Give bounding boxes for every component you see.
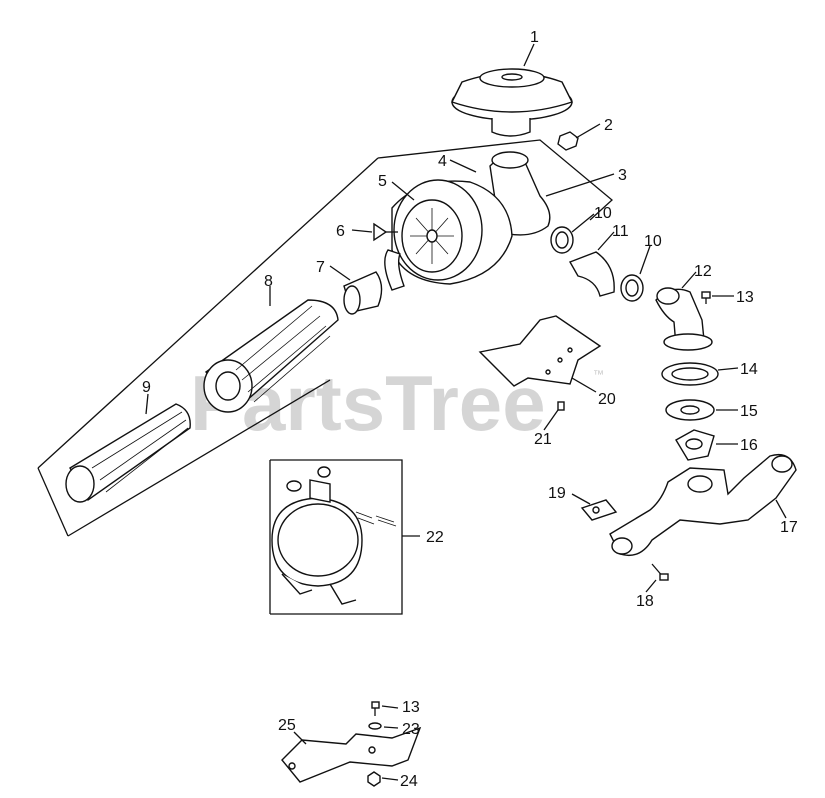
callout-14: 14 (740, 361, 758, 378)
enclosure-left-outline (37, 157, 379, 469)
callout-18: 18 (636, 593, 654, 610)
screw-part-21 (557, 401, 565, 411)
callout-9: 9 (142, 379, 151, 396)
enclosure-bottom-outline (37, 467, 69, 537)
hose-clamp-upper (550, 226, 574, 254)
callout-13-upper: 13 (736, 289, 754, 306)
callout-3: 3 (618, 167, 627, 184)
gasket-part-19 (580, 499, 618, 521)
callout-6: 6 (336, 223, 345, 240)
intake-manifold-part-17 (609, 453, 797, 557)
callout-22: 22 (426, 529, 444, 546)
callout-23: 23 (402, 721, 420, 738)
gasket-part-14 (661, 362, 719, 386)
washer-part-23 (368, 722, 382, 730)
callout-10-upper: 10 (594, 205, 612, 222)
elbow-part-12 (655, 287, 713, 351)
bracket-part-20 (478, 315, 602, 387)
callout-24: 24 (400, 773, 418, 790)
callout-1: 1 (530, 29, 539, 46)
adapter-part-16 (675, 429, 715, 461)
callout-5: 5 (378, 173, 387, 190)
callout-17: 17 (780, 519, 798, 536)
air-cleaner-body (384, 151, 551, 291)
screw-part-13-upper (701, 291, 711, 304)
watermark-trademark: ™ (593, 369, 604, 381)
callout-19: 19 (548, 485, 566, 502)
callout-15: 15 (740, 403, 758, 420)
nut-part-24 (367, 771, 381, 787)
enclosure-bottom-edge (67, 379, 331, 537)
callout-8: 8 (264, 273, 273, 290)
callout-13-lower: 13 (402, 699, 420, 716)
callout-21: 21 (534, 431, 552, 448)
leader-lines (145, 43, 787, 781)
callout-16: 16 (740, 437, 758, 454)
spacer-part-15 (665, 399, 715, 421)
valve-part-7 (343, 271, 383, 315)
enclosure-top-outline (377, 139, 613, 221)
clip-part-6 (373, 222, 398, 242)
air-cleaner-cover (451, 68, 573, 137)
bolt-part-18 (651, 563, 669, 581)
callout-2: 2 (604, 117, 613, 134)
callout-12: 12 (694, 263, 712, 280)
screw-part-13-lower (371, 701, 380, 716)
element-part-8 (203, 299, 339, 413)
band-assembly-part-22 (269, 459, 403, 615)
precleaner-part-9 (65, 403, 191, 503)
bracket-part-25 (281, 726, 422, 783)
callout-7: 7 (316, 259, 325, 276)
callout-10-lower: 10 (644, 233, 662, 250)
callout-20: 20 (598, 391, 616, 408)
callout-25: 25 (278, 717, 296, 734)
hose-part-11 (568, 251, 615, 297)
callout-4: 4 (438, 153, 447, 170)
nut-part-2 (557, 131, 579, 151)
callout-11: 11 (612, 223, 629, 240)
hose-clamp-lower (620, 274, 644, 302)
